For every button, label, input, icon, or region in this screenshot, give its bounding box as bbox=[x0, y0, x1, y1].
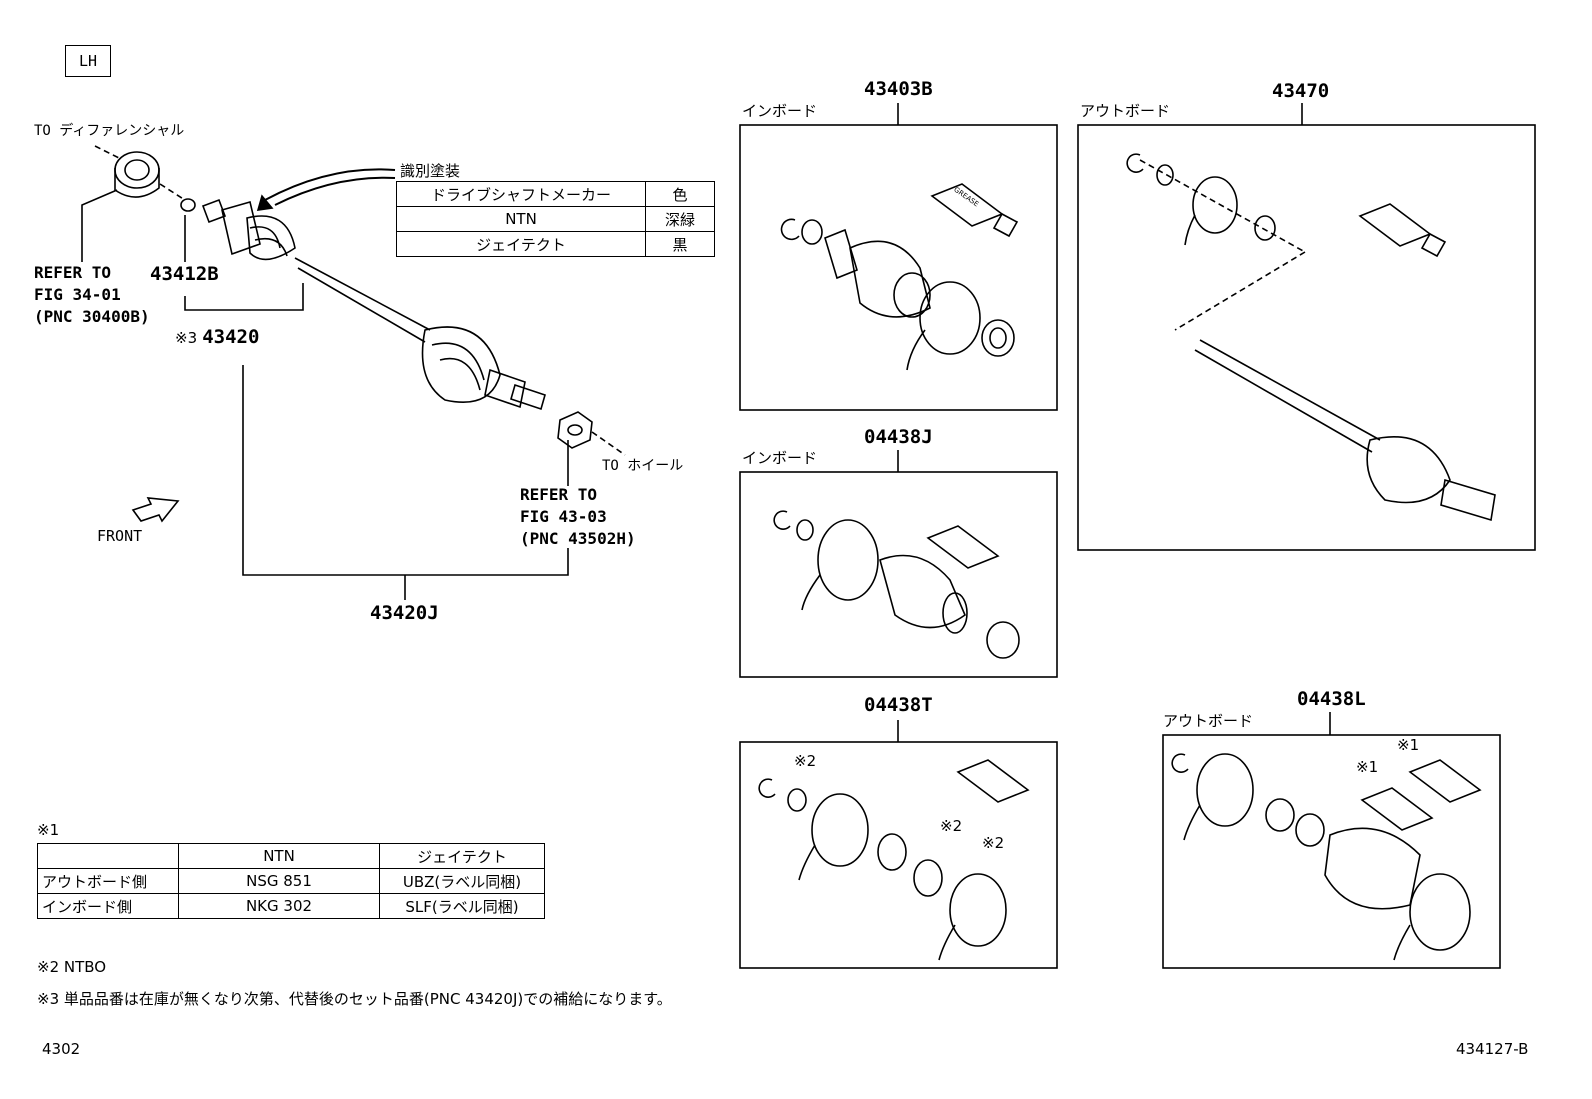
table-row: インボード側 NKG 302 SLF(ラベル同梱) bbox=[37, 893, 545, 919]
note-2: ※2 NTBO bbox=[37, 958, 107, 976]
table-row: アウトボード側 NSG 851 UBZ(ラベル同梱) bbox=[37, 868, 545, 894]
kit-outboard-label: アウトボード bbox=[1163, 712, 1254, 730]
identification-paint-label: 識別塗装 bbox=[400, 162, 461, 180]
refer-line-2: FIG 43-03 bbox=[520, 507, 607, 526]
table-cell: 深緑 bbox=[645, 206, 715, 232]
part-04438L[interactable]: 04438L bbox=[1297, 688, 1366, 710]
to-wheel-label: TO ホイール bbox=[602, 458, 684, 474]
table-row: ドライブシャフトメーカー 色 bbox=[396, 181, 715, 207]
kit-04438T-parts bbox=[758, 759, 1030, 961]
axle-nut bbox=[557, 411, 593, 449]
kit-04438J-parts bbox=[773, 510, 1020, 659]
table-cell: UBZ(ラベル同梱) bbox=[379, 868, 545, 894]
kit-outboard-label: アウトボード bbox=[1080, 102, 1171, 120]
table-cell: インボード側 bbox=[37, 893, 179, 919]
table-cell: 黒 bbox=[645, 231, 715, 257]
grease-table: NTN ジェイテクト アウトボード側 NSG 851 UBZ(ラベル同梱) イン… bbox=[37, 843, 545, 919]
paint-table: ドライブシャフトメーカー 色 NTN 深緑 ジェイテクト 黒 bbox=[396, 181, 715, 257]
kit-43470-parts bbox=[1126, 153, 1496, 522]
note3-mark: ※3 bbox=[175, 329, 198, 347]
kit-inboard-label: インボード bbox=[742, 449, 818, 467]
table-row: ジェイテクト 黒 bbox=[396, 231, 715, 257]
snap-ring bbox=[180, 198, 196, 212]
refer-fig-34-01: REFER TO FIG 34-01 (PNC 30400B) bbox=[34, 262, 150, 328]
table-cell: NTN bbox=[396, 206, 646, 232]
refer-line-3: (PNC 30400B) bbox=[34, 307, 150, 326]
mark-2: ※2 bbox=[982, 834, 1005, 852]
part-43403B[interactable]: 43403B bbox=[864, 78, 933, 100]
part-43420J[interactable]: 43420J bbox=[370, 602, 439, 624]
differential-seal bbox=[114, 151, 160, 189]
front-arrow bbox=[131, 497, 180, 523]
footer-left: 4302 bbox=[42, 1040, 81, 1058]
part-04438J[interactable]: 04438J bbox=[864, 426, 933, 448]
table-row: NTN 深緑 bbox=[396, 206, 715, 232]
mark-1: ※1 bbox=[1356, 758, 1379, 776]
refer-line-3: (PNC 43502H) bbox=[520, 529, 636, 548]
refer-line-2: FIG 34-01 bbox=[34, 285, 121, 304]
kit-inboard-label: インボード bbox=[742, 102, 818, 120]
part-43470[interactable]: 43470 bbox=[1272, 80, 1330, 102]
table-cell: ジェイテクト bbox=[396, 231, 646, 257]
refer-line-1: REFER TO bbox=[520, 485, 598, 504]
mark-1: ※1 bbox=[1397, 736, 1420, 754]
kit-04438L-parts bbox=[1171, 753, 1482, 961]
part-04438T[interactable]: 04438T bbox=[864, 694, 933, 716]
kit-43403B-parts bbox=[780, 183, 1019, 371]
footer-right: 434127-B bbox=[1456, 1040, 1529, 1058]
table-header-cell: ジェイテクト bbox=[379, 843, 545, 869]
drive-shaft-assembly bbox=[81, 145, 626, 600]
table-header-cell bbox=[37, 843, 179, 869]
table-cell: SLF(ラベル同梱) bbox=[379, 893, 545, 919]
table-cell: アウトボード側 bbox=[37, 868, 179, 894]
part-43420[interactable]: 43420 bbox=[202, 326, 260, 348]
mark-2: ※2 bbox=[940, 817, 963, 835]
grease-table-title: ※1 bbox=[37, 821, 60, 839]
table-cell: 色 bbox=[645, 181, 715, 207]
refer-line-1: REFER TO bbox=[34, 263, 112, 282]
mark-2: ※2 bbox=[794, 752, 817, 770]
part-43412B[interactable]: 43412B bbox=[150, 263, 219, 285]
to-differential-label: TO ディファレンシャル bbox=[34, 123, 185, 139]
table-header-cell: NTN bbox=[178, 843, 380, 869]
note-3: ※3 単品品番は在庫が無くなり次第、代替後のセット品番(PNC 43420J)で… bbox=[37, 990, 672, 1008]
table-row: NTN ジェイテクト bbox=[37, 843, 545, 869]
table-cell: ドライブシャフトメーカー bbox=[396, 181, 646, 207]
side-tag: LH bbox=[65, 45, 111, 77]
table-cell: NKG 302 bbox=[178, 893, 380, 919]
front-label: FRONT bbox=[97, 527, 143, 545]
part-43420-row: ※3 43420 bbox=[175, 326, 259, 348]
refer-fig-43-03: REFER TO FIG 43-03 (PNC 43502H) bbox=[520, 484, 636, 550]
table-cell: NSG 851 bbox=[178, 868, 380, 894]
